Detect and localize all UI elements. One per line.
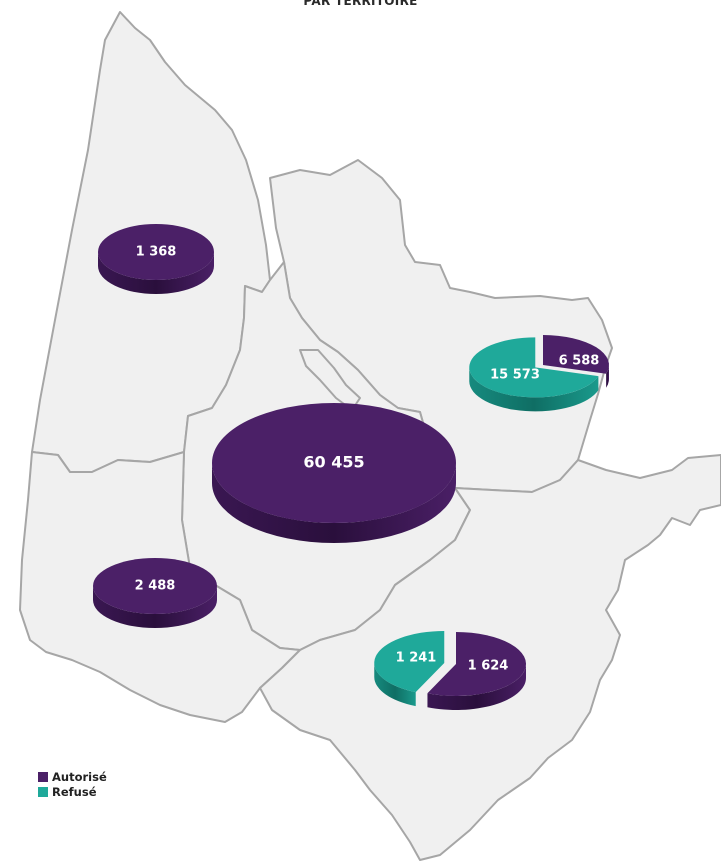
- slice-autorise: [427, 632, 526, 696]
- legend-swatch-refuse: [38, 786, 48, 797]
- slice-refuse-side: [469, 367, 599, 412]
- pie-territory-2: 6 588 15 573: [469, 335, 609, 412]
- legend-swatch-autorise: [38, 771, 48, 782]
- legend-item-autorise: Autorisé: [38, 769, 107, 784]
- data-label-autorise: 60 455: [303, 453, 364, 472]
- data-label-refuse: 1 241: [396, 651, 437, 666]
- legend-item-refuse: Refusé: [38, 784, 107, 799]
- slice-autorise: [211, 402, 456, 524]
- slice-refuse: [469, 337, 599, 398]
- slice-autorise: [543, 335, 609, 374]
- pie-territory-5: 1 624 1 241: [374, 630, 526, 711]
- map-title: PAR TERRITOIRE: [303, 0, 418, 8]
- data-label-refuse: 15 573: [490, 368, 540, 383]
- slice-autorise: [93, 558, 217, 614]
- slice-autorise: [97, 223, 214, 281]
- pie-charts: 1 368 6 588 15 573 60 455 2 488 1 624 1 241: [93, 223, 609, 711]
- slice-autorise-side: [427, 664, 526, 711]
- legend-label-refuse: Refusé: [52, 784, 97, 799]
- slice-autorise-side: [93, 586, 217, 628]
- data-label-autorise: 6 588: [559, 354, 600, 369]
- slice-autorise-side: [212, 463, 456, 543]
- data-label-autorise: 2 488: [135, 579, 176, 594]
- pie-territory-3: 60 455: [211, 402, 456, 543]
- slice-autorise-side: [606, 365, 609, 388]
- pie-territory-4: 2 488: [93, 558, 217, 628]
- data-label-autorise: 1 624: [468, 659, 509, 674]
- slice-refuse: [374, 630, 445, 693]
- slice-autorise-side: [98, 252, 214, 294]
- legend: Autorisé Refusé: [38, 769, 107, 799]
- slice-refuse-side: [374, 662, 416, 707]
- legend-label-autorise: Autorisé: [52, 769, 107, 784]
- pie-territory-1: 1 368: [97, 223, 214, 294]
- data-label-autorise: 1 368: [136, 245, 177, 260]
